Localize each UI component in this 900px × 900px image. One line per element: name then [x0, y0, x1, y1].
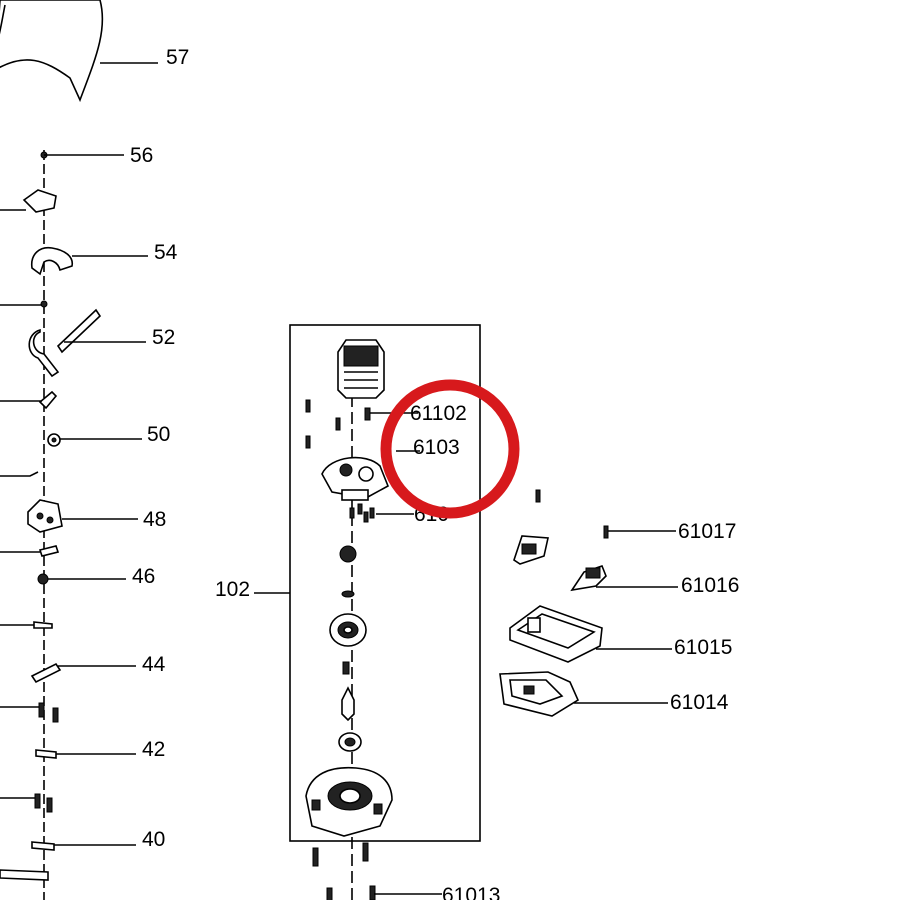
callout-40: 40 — [142, 828, 165, 851]
part-61016-trigger — [570, 565, 678, 592]
part-46-ball — [37, 573, 126, 585]
part-gear-housing-bottom — [305, 766, 393, 837]
part-61018-screw — [535, 489, 541, 503]
part-switch-cover — [513, 535, 549, 565]
part-43-screws — [0, 702, 59, 723]
part-motor-screws — [305, 399, 371, 449]
callout-44: 44 — [142, 653, 166, 676]
part-56-pin — [40, 151, 124, 159]
part-52-bracket — [28, 308, 146, 378]
part-39-bar — [0, 869, 49, 881]
callout-61015: 61015 — [674, 636, 732, 659]
part-shaft-ring — [341, 590, 355, 598]
part-53-pin — [0, 300, 48, 308]
part-main-gear — [329, 613, 367, 647]
part-bottom-screws — [312, 842, 376, 900]
assembly-box-102 — [289, 324, 481, 842]
part-shaft-bushing — [339, 545, 357, 563]
callout-102: 102 — [215, 578, 250, 601]
part-41-screws — [0, 793, 53, 813]
callout-61017: 61017 — [678, 520, 736, 543]
part-55-clip — [0, 189, 57, 213]
callout-61013: 61013 — [442, 884, 500, 900]
part-42-pin — [35, 749, 136, 759]
callout-57: 57 — [166, 46, 189, 69]
part-44-rod — [30, 662, 136, 684]
part-motor-armature — [337, 339, 385, 399]
part-bearing — [338, 732, 362, 752]
part-61015-battery-tray — [509, 605, 672, 663]
part-spindle — [341, 686, 355, 722]
part-50-washer — [47, 433, 142, 447]
callout-42: 42 — [142, 738, 165, 761]
part-48-housing — [27, 499, 138, 533]
callout-54: 54 — [154, 241, 178, 264]
highlight-circle — [380, 379, 520, 519]
part-shaft-key — [342, 661, 350, 675]
part-54-clamp — [30, 246, 148, 276]
callout-61016: 61016 — [681, 574, 739, 597]
part-49-spring — [0, 471, 39, 477]
part-51-clip — [0, 390, 58, 410]
part-61014-switch-housing — [499, 671, 668, 717]
callout-61102: 61102 — [410, 402, 467, 425]
callout-48: 48 — [143, 508, 166, 531]
callout-61014: 61014 — [670, 691, 729, 714]
part-47-pin — [0, 545, 60, 557]
callout-56: 56 — [130, 144, 153, 167]
part-61017-screw — [603, 525, 676, 539]
part-45-pin — [0, 621, 53, 629]
callout-52: 52 — [152, 326, 175, 349]
part-housing-screws — [349, 503, 375, 523]
part-gear-housing-top — [321, 456, 390, 501]
part-57-cover — [0, 0, 158, 103]
callout-50: 50 — [147, 423, 170, 446]
part-40-pin — [31, 841, 136, 851]
callout-61103: 6103 — [413, 436, 460, 459]
callout-46: 46 — [132, 565, 155, 588]
